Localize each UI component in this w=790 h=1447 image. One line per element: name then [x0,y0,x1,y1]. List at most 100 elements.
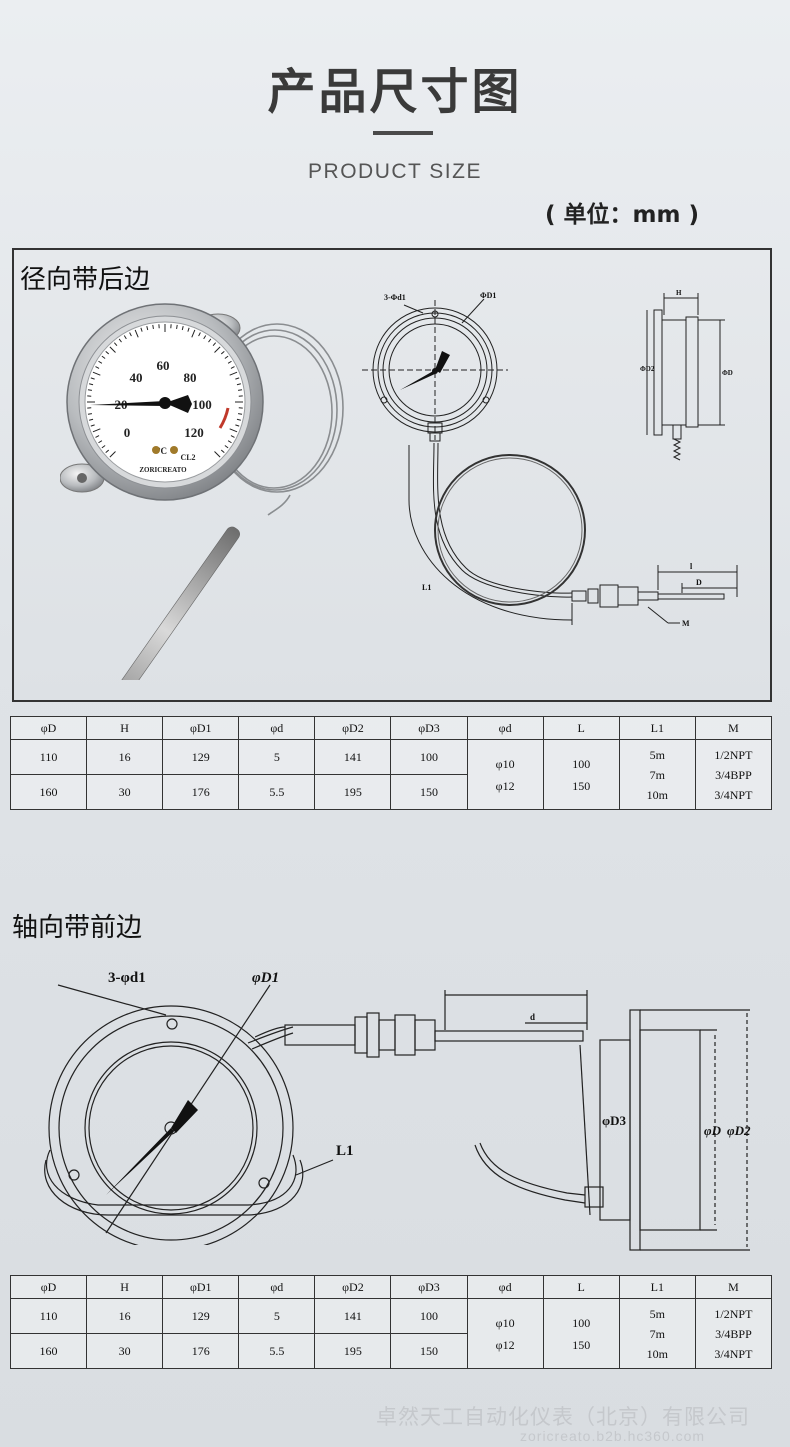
th-l1: L1 [618,716,696,740]
length-l-value: 150 [572,778,591,793]
radial-section-heading: 径向带后边 [20,265,151,295]
gauge-tick [214,346,221,353]
gauge-tick [235,377,240,380]
cell: 176 [162,1333,240,1369]
gauge-tick [95,366,100,369]
gauge-tick [146,326,149,331]
spec-table-radial: φD H φD1 φd φD2 φD3 φd L L1 M 110 16 129… [9,716,773,810]
gauge-tick [181,326,184,331]
footer-url: zoricreato.b2b.hc360.com [520,1428,706,1444]
gauge-tick [187,327,190,332]
gauge-tick [113,342,118,347]
axial-side-drawing: d φD3 φD φD2 [255,990,751,1251]
th-m: M [694,1275,773,1299]
length-l1-value: 7m [649,1326,665,1341]
thread-m-value: 3/4BPP [715,767,752,782]
gauge-tick [227,440,232,444]
spec-table-axial: φD H φD1 φd φD2 φD3 φd L L1 M 110 16 129… [9,1275,773,1369]
th-phi-d3: φD3 [390,1275,468,1299]
axial-label-d3: φD3 [602,1113,627,1128]
gauge-tick [98,360,103,364]
cell: 150 [390,1333,468,1369]
th-l1: L1 [618,1275,696,1299]
gauge-tick [101,355,106,359]
cell: 5.5 [238,1333,316,1369]
cell: 195 [314,1333,392,1369]
gauge-tick [224,355,229,359]
cell: 129 [162,739,240,775]
gauge-tick [129,332,132,337]
th-phi-d1: φD1 [162,716,240,740]
cell: 5.5 [238,774,316,810]
cell: 141 [314,1298,392,1334]
gauge-tick [220,350,225,355]
gauge-tick [134,329,139,338]
page-subtitle: PRODUCT SIZE [308,160,482,183]
th-probe-d: φd [466,1275,544,1299]
th-h: H [86,1275,164,1299]
cell: 160 [9,1333,88,1369]
gauge-tick [92,371,101,376]
axial-label-holes: 3-φd1 [108,970,146,986]
cell-length-l1: 5m 7m 10m [618,1298,696,1369]
cell: 150 [390,774,468,810]
cell: 5 [238,739,316,775]
th-phi-d2: φD2 [314,1275,392,1299]
th-phi-d2: φD2 [314,716,392,740]
cell: 16 [86,739,164,775]
radial-label-d: ΦD [722,369,733,377]
cell: 30 [86,774,164,810]
length-l1-value: 10m [646,1346,668,1361]
gauge-tick [238,389,243,391]
length-l-value: 100 [572,756,591,771]
gauge-tick [230,366,235,369]
gauge-tick [191,329,196,338]
cell: 110 [9,1298,88,1334]
cell: 110 [9,739,88,775]
cell: 195 [314,774,392,810]
axial-section-heading: 轴向带前边 [12,913,143,943]
axial-label-d2: φD2 [727,1123,751,1138]
gauge-tick [118,338,122,343]
cell: 129 [162,1298,240,1334]
cell: 30 [86,1333,164,1369]
gauge-tick [220,449,225,454]
gauge-tick [123,335,127,340]
thread-m-value: 1/2NPT [714,1306,753,1321]
length-l-value: 100 [572,1315,591,1330]
gauge-tick [152,324,154,329]
length-l-value: 150 [572,1337,591,1352]
probe-d-value: φ12 [495,778,515,793]
length-l1-value: 5m [649,747,665,762]
cell: 176 [162,774,240,810]
gauge-tick [140,327,143,332]
gauge-class: CL2 [180,453,195,462]
th-phi-d3: φD3 [390,716,468,740]
cell-probe-d: φ10 φ12 [466,739,544,810]
cell-thread-m: 1/2NPT 3/4BPP 3/4NPT [694,1298,773,1369]
th-l: L [542,716,620,740]
gauge-label-40: 40 [130,370,143,385]
title-underline [373,131,433,135]
thread-m-value: 3/4NPT [714,787,753,802]
radial-front-drawing: 3-Φd1 ΦD1 L1 l D M [362,291,738,628]
cell-length-l: 100 150 [542,739,620,810]
gauge-tick [198,332,201,337]
gauge-tick [235,424,240,427]
cell-probe-d: φ10 φ12 [466,1298,544,1369]
radial-label-l: l [690,562,693,571]
gauge-label-80: 80 [184,370,197,385]
gauge-tick [230,435,235,438]
gauge-tick [92,428,101,433]
unit-label: ( 单位：mm ) [545,202,699,228]
gauge-tick [229,371,238,376]
gauge-tick [89,418,94,421]
axial-label-d1: φD1 [252,970,279,986]
th-probe-d: φd [466,716,544,740]
gauge-tick [212,342,217,347]
cell: 16 [86,1298,164,1334]
th-phi-small-d: φd [238,1275,316,1299]
gauge-tick [105,350,110,355]
gauge-brand: ZORICREATO [139,466,187,474]
gauge-tick [109,451,116,458]
